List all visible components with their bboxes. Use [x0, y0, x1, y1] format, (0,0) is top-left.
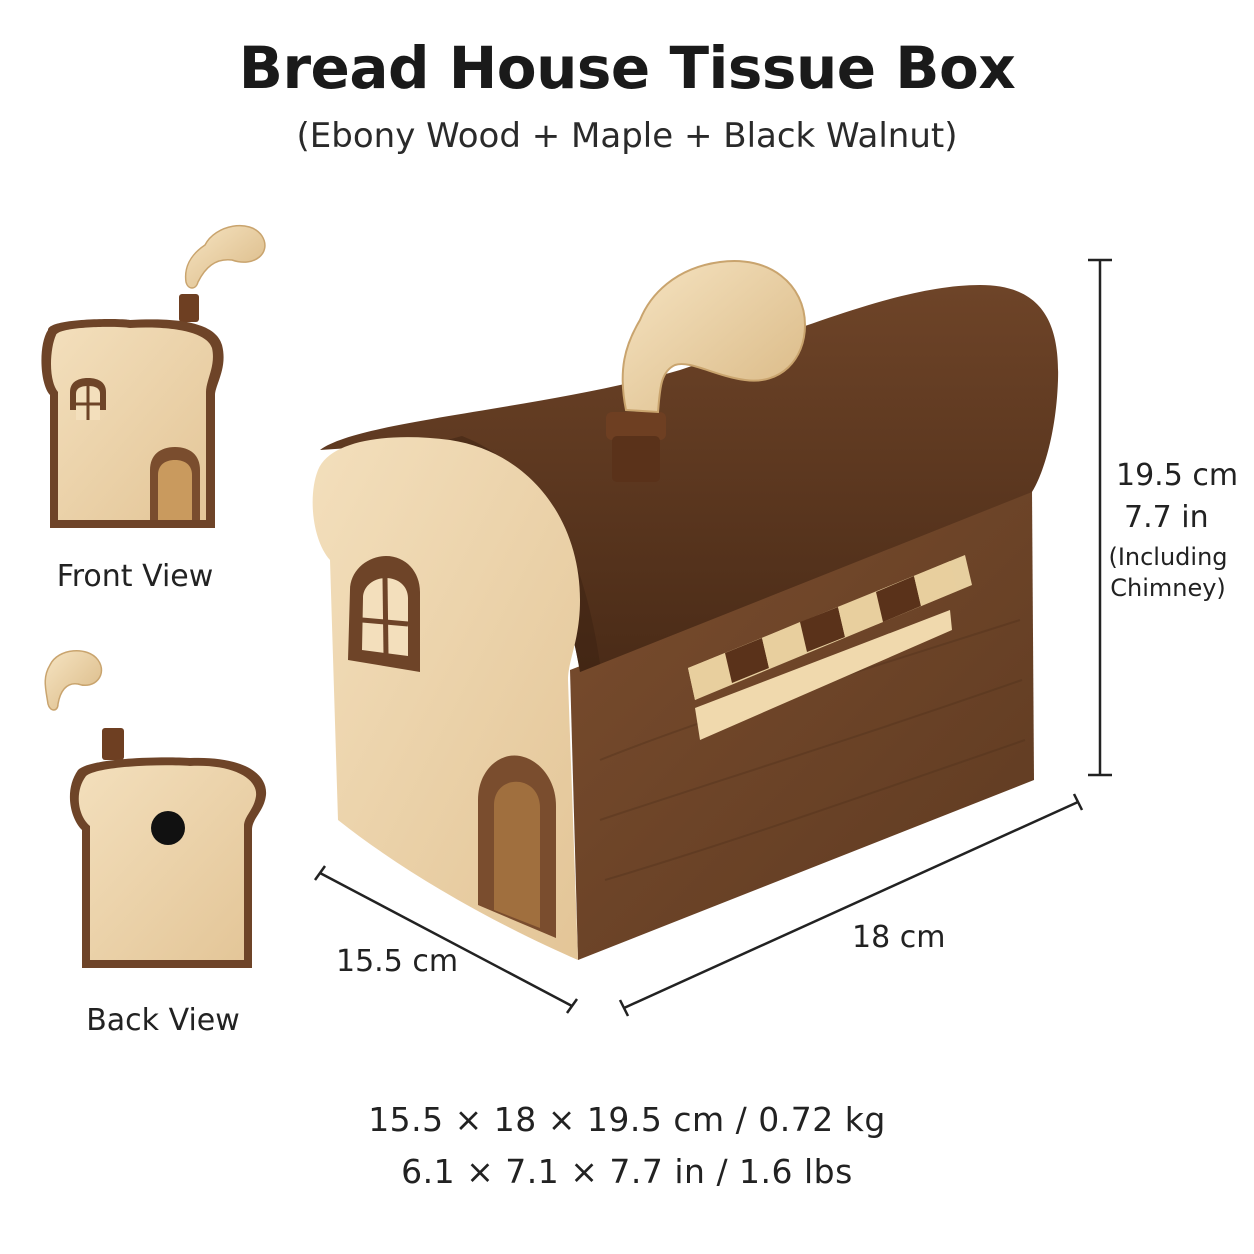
height-cm-label: 19.5 cm	[1116, 458, 1239, 493]
smoke-icon	[44, 649, 103, 711]
height-note-line1: (Including	[1108, 543, 1228, 571]
smoke-icon	[184, 225, 266, 289]
front-view-image	[41, 225, 266, 528]
front-view-label: Front View	[57, 559, 214, 594]
height-in-label: 7.7 in	[1124, 500, 1209, 535]
height-note-line2: Chimney)	[1110, 574, 1226, 602]
back-view-label: Back View	[86, 1003, 240, 1038]
back-view-image	[44, 649, 267, 968]
tissue-box-main-image	[312, 260, 1059, 960]
striped-slot-trim	[688, 561, 957, 700]
page-subtitle: (Ebony Wood + Maple + Black Walnut)	[296, 116, 958, 156]
smoke-icon	[621, 260, 807, 414]
specs-metric: 15.5 × 18 × 19.5 cm / 0.72 kg	[368, 1100, 886, 1139]
specs-imperial: 6.1 × 7.1 × 7.7 in / 1.6 lbs	[401, 1152, 853, 1191]
dimension-lines	[313, 258, 1112, 1017]
page-title: Bread House Tissue Box	[238, 34, 1016, 102]
width-label: 18 cm	[852, 920, 946, 955]
depth-label: 15.5 cm	[336, 944, 459, 979]
